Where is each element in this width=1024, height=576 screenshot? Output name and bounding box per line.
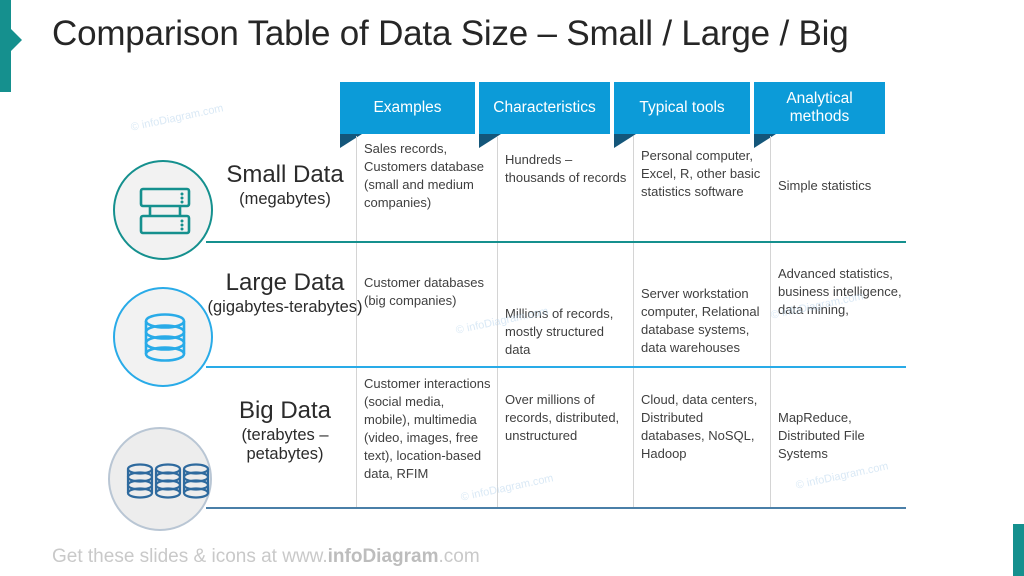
column-header-analytical-methods: Analytical methods (754, 82, 885, 148)
cell-large-analytical-methods: Advanced statistics, business intelligen… (778, 266, 902, 317)
row-label-small-data: Small Data (megabytes) (205, 161, 365, 209)
column-header-label: Characteristics (493, 99, 596, 117)
cell-large-characteristics: Millions of records, mostly structured d… (505, 306, 614, 357)
cell-small-examples: Sales records, Customers database (small… (364, 141, 484, 210)
ribbon-fold-icon (479, 134, 501, 148)
slide-accent-right (1013, 524, 1024, 576)
page-title: Comparison Table of Data Size – Small / … (52, 14, 849, 53)
row-subtitle: (megabytes) (239, 190, 331, 209)
row-icon-circle-large-data (113, 287, 213, 387)
ribbon-fold-icon (340, 134, 362, 148)
column-header-characteristics: Characteristics (479, 82, 610, 148)
column-header-label: Examples (373, 99, 442, 117)
column-separator (497, 136, 498, 509)
footer-attribution: Get these slides & icons at www.infoDiag… (52, 546, 480, 568)
row-subtitle: (terabytes – petabytes) (241, 426, 329, 464)
column-separator (633, 136, 634, 509)
column-separator (356, 136, 357, 509)
column-header-typical-tools: Typical tools (614, 82, 750, 148)
column-header-label: Analytical methods (786, 90, 853, 125)
row-title: Small Data (226, 161, 344, 188)
row-icon-circle-small-data (113, 160, 213, 260)
slide-accent-left (0, 0, 22, 92)
row-title: Big Data (238, 397, 332, 424)
watermark: © infoDiagram.com (129, 102, 225, 134)
cell-small-analytical-methods: Simple statistics (778, 178, 872, 193)
column-separator (770, 136, 771, 509)
cell-small-characteristics: Hundreds – thousands of records (505, 152, 627, 185)
row-label-large-data: Large Data (gigabytes-terabytes) (205, 269, 365, 317)
row-divider-after-small-data (206, 241, 906, 243)
row-icon-circle-big-data (108, 427, 212, 531)
footer-suffix: .com (438, 546, 480, 567)
server-rack-icon (139, 187, 191, 235)
row-title: Large Data (225, 269, 345, 296)
footer-brand: infoDiagram (327, 546, 439, 567)
watermark: © infoDiagram.com (794, 460, 890, 492)
cell-big-typical-tools: Cloud, data centers, Distributed databas… (641, 392, 758, 461)
row-label-big-data: Big Data (terabytes – petabytes) (205, 397, 365, 464)
triple-database-icon (126, 463, 210, 499)
column-header-label: Typical tools (639, 99, 725, 117)
footer-prefix: Get these slides & icons at www. (52, 546, 328, 567)
ribbon-fold-icon (614, 134, 636, 148)
comparison-table: Examples Characteristics Typical tools A… (108, 82, 906, 531)
row-subtitle: (gigabytes-terabytes) (207, 298, 363, 317)
cell-large-typical-tools: Server workstation computer, Relational … (641, 286, 760, 355)
cell-large-examples: Customer databases (big companies) (364, 275, 484, 308)
ribbon-fold-icon (754, 134, 776, 148)
cell-big-characteristics: Over millions of records, distributed, u… (505, 392, 620, 443)
cell-big-examples: Customer interactions (social media, mob… (364, 376, 491, 481)
row-divider-after-large-data (206, 366, 906, 368)
database-cylinder-icon (144, 313, 186, 362)
cell-small-typical-tools: Personal computer, Excel, R, other basic… (641, 148, 761, 199)
column-header-examples: Examples (340, 82, 475, 148)
cell-big-analytical-methods: MapReduce, Distributed File Systems (778, 410, 865, 461)
table-bottom-rule (206, 507, 906, 509)
